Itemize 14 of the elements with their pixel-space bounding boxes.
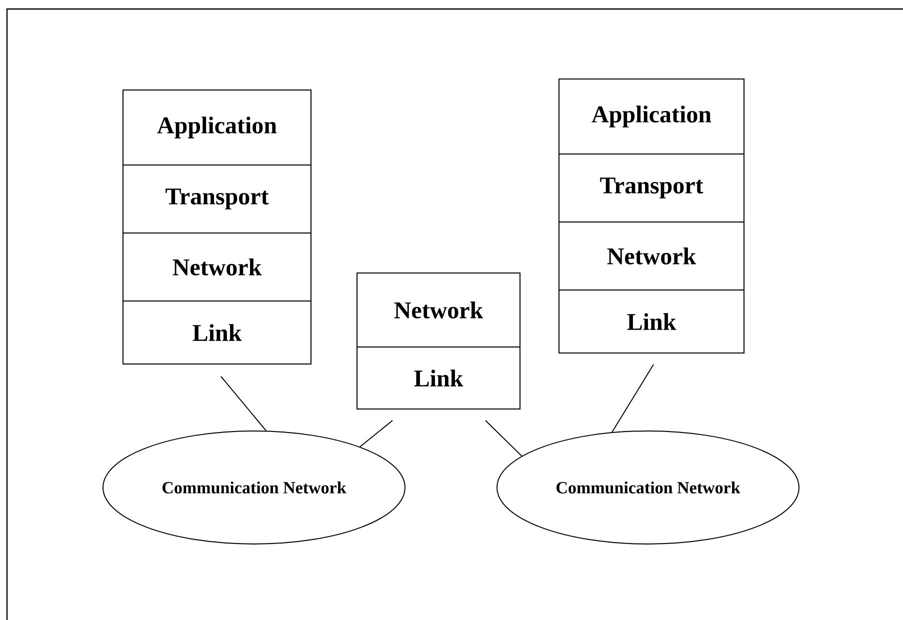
layer-box: Network [122,232,312,302]
layer-box: Network [558,222,744,290]
layer-box: Application [122,90,312,166]
layer-box: Transport [122,164,312,234]
layer-box: Link [122,300,312,364]
connector-line [485,420,522,456]
connector-line [220,376,267,432]
layer-box: Link [356,346,520,410]
layer-box: Application [558,78,744,154]
connector-line [612,364,654,433]
layer-box: Transport [558,154,744,222]
connector-line [360,420,393,448]
layer-box: Link [558,290,744,354]
layer-box: Network [356,272,520,348]
